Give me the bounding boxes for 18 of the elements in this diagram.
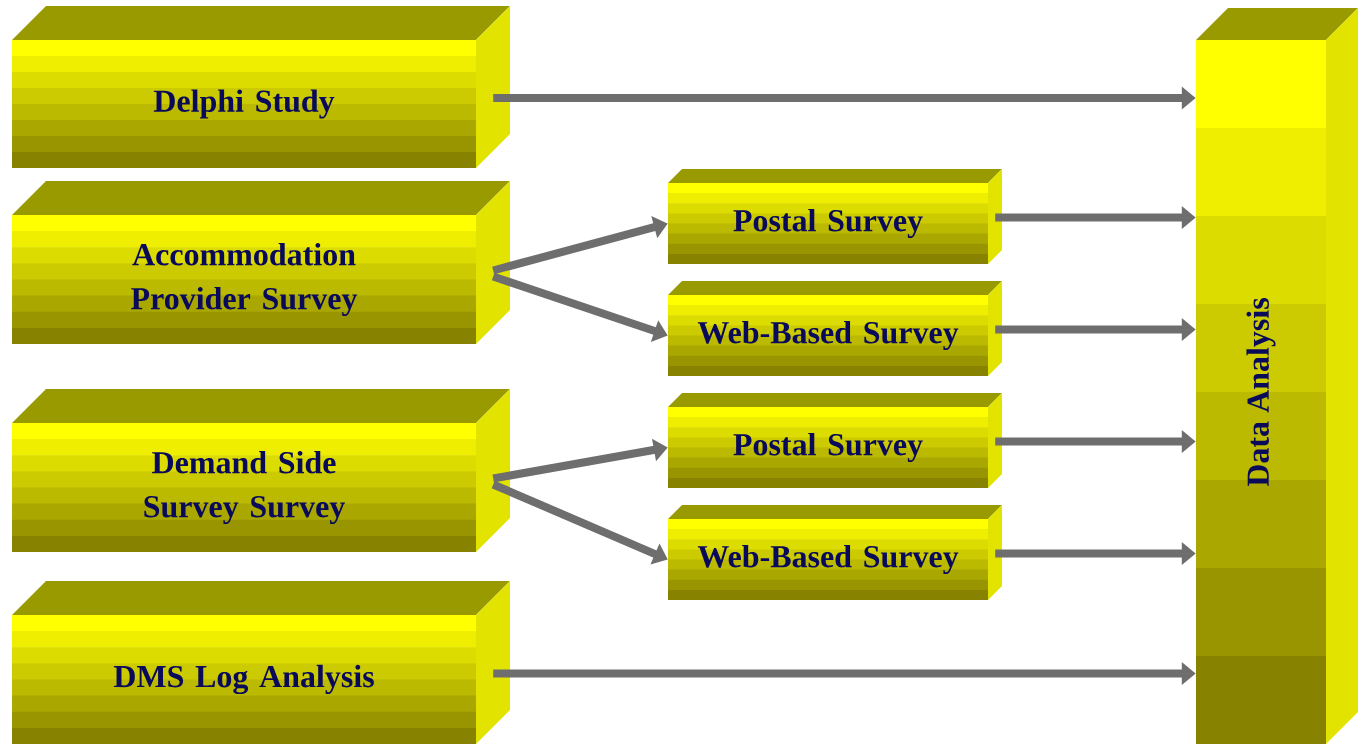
node-label: Web-Based Survey xyxy=(697,320,959,351)
node-label: Delphi Study xyxy=(153,89,335,119)
box-3d: Delphi Study xyxy=(12,6,510,168)
box-3d: Accommodation Provider Survey xyxy=(12,181,510,344)
box-3d: DMS Log Analysis xyxy=(12,581,510,744)
node-label: Demand Side Survey Survey xyxy=(144,450,346,525)
box-3d: Web-Based Survey xyxy=(668,505,1002,600)
box-3d: Data Analysis xyxy=(1196,8,1358,744)
node-label: Postal Survey xyxy=(733,432,923,463)
box-3d: Postal Survey xyxy=(668,169,1002,264)
box-3d: Demand Side Survey Survey xyxy=(12,389,510,552)
node-label: Postal Survey xyxy=(733,208,923,239)
box-3d: Web-Based Survey xyxy=(668,281,1002,376)
box-3d: Postal Survey xyxy=(668,393,1002,488)
node-label: Web-Based Survey xyxy=(697,544,959,575)
node-label: Accommodation Provider Survey xyxy=(131,242,358,317)
node-label: Data Analysis xyxy=(1246,298,1276,487)
node-label: DMS Log Analysis xyxy=(113,664,374,695)
